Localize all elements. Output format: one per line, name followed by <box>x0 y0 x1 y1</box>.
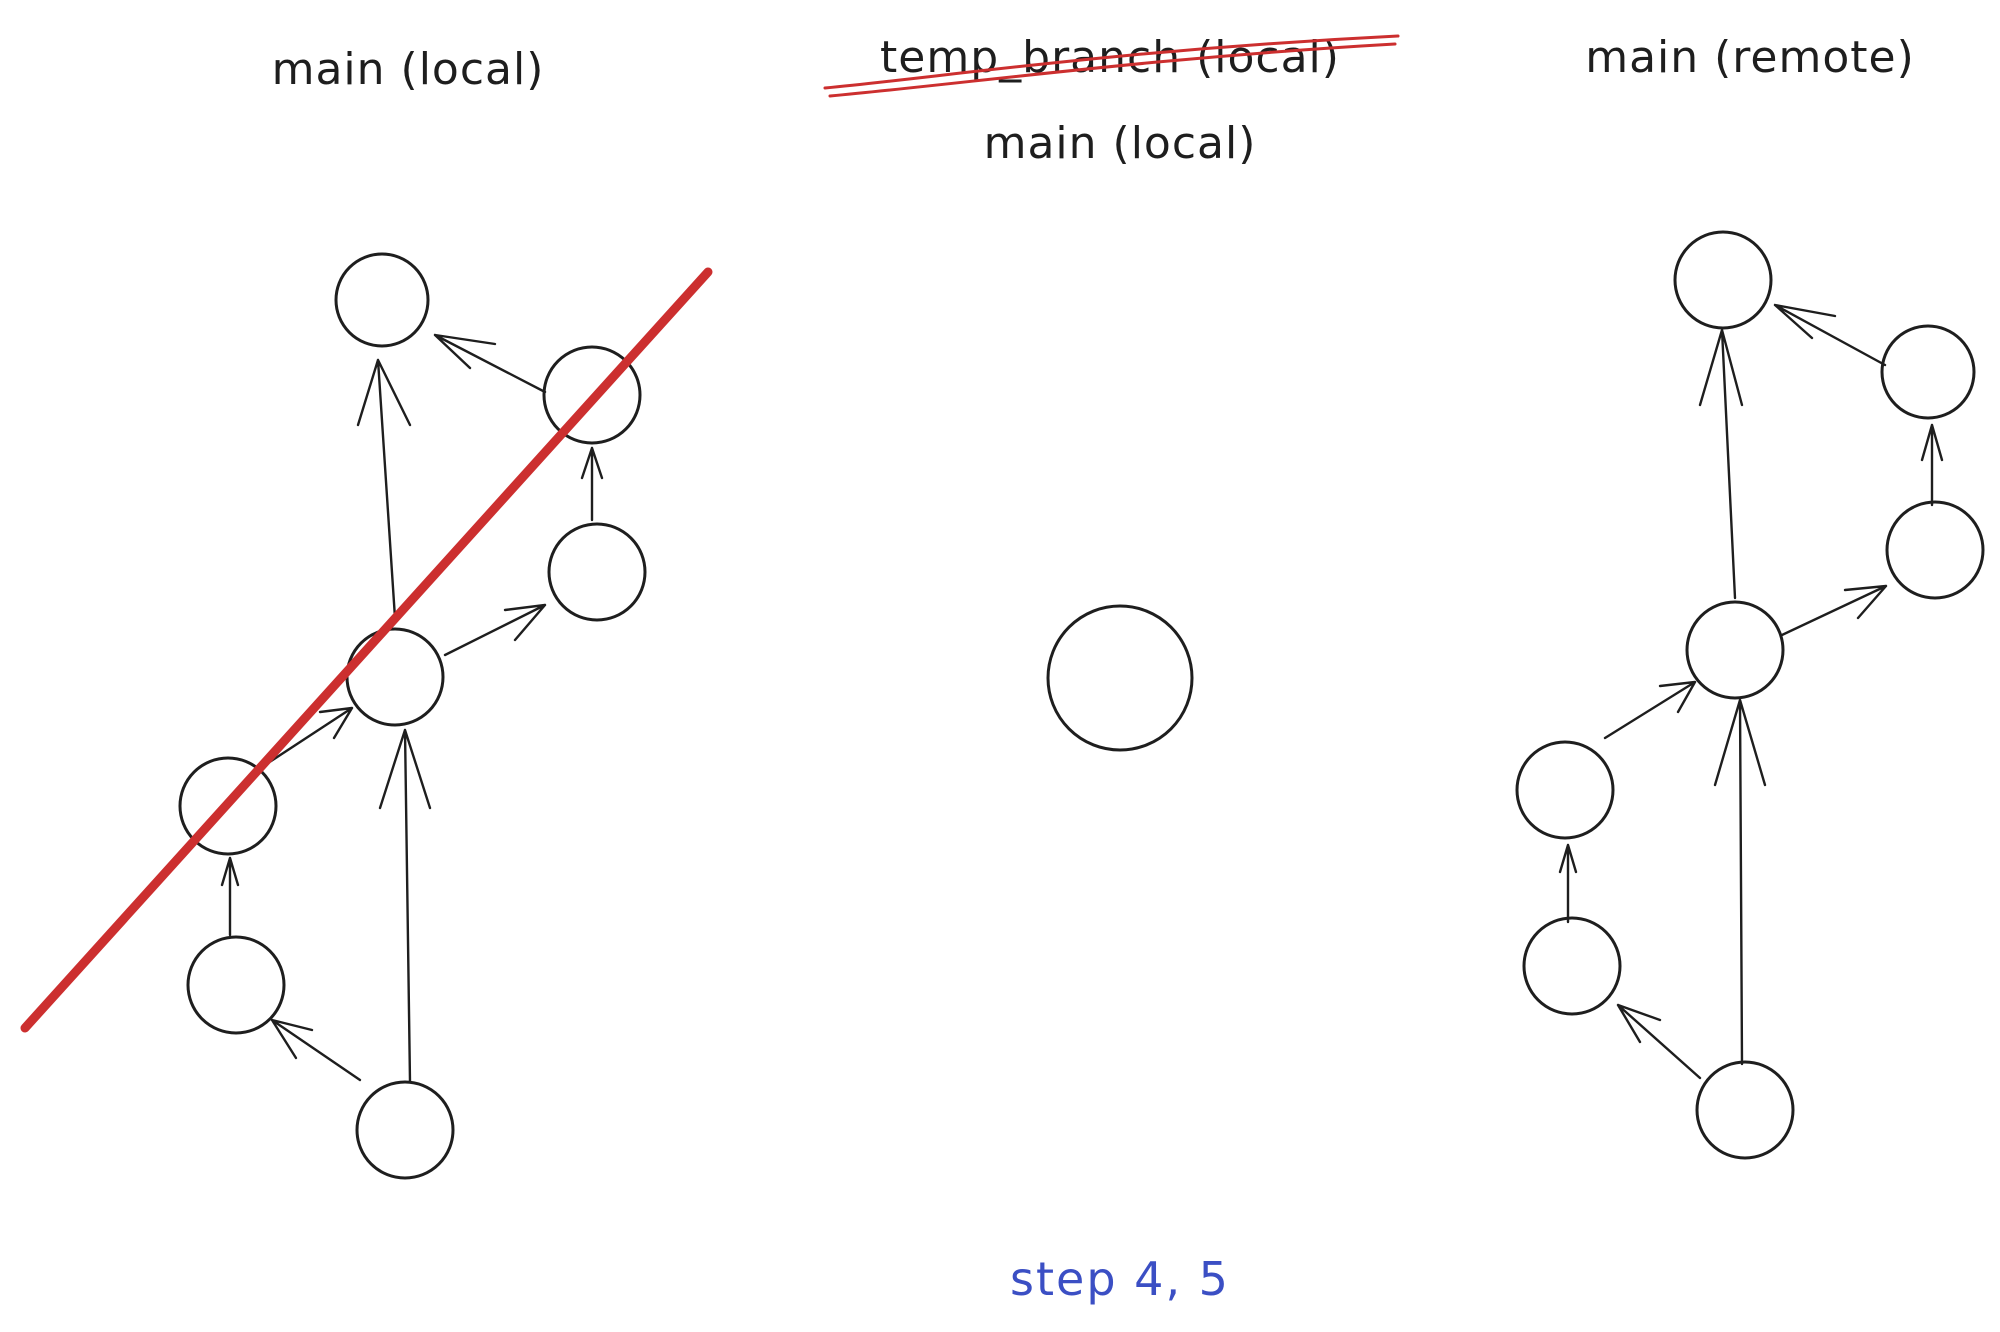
commit-node-green <box>542 345 642 445</box>
right-edges <box>1558 303 1944 1080</box>
edge-arrow <box>1780 584 1888 637</box>
left-title: main (local) <box>272 44 545 95</box>
edge-arrow <box>263 706 354 767</box>
edge-arrow <box>1713 698 1767 1066</box>
right-nodes <box>1515 230 1985 1160</box>
commit-node-blue <box>186 935 286 1035</box>
commit-node-gray <box>1673 230 1773 330</box>
cross-out-line <box>20 267 713 1033</box>
edge-arrow <box>378 728 432 1084</box>
commit-node-gray <box>1685 600 1785 700</box>
edge-arrow <box>580 446 604 522</box>
strike-through-mark <box>823 34 1400 98</box>
edge-arrow <box>1603 680 1697 740</box>
commit-node-gray <box>345 627 445 727</box>
left-nodes <box>178 252 647 1180</box>
edge-arrow <box>443 603 547 657</box>
edge-arrow <box>1773 303 1887 367</box>
left-edges <box>220 333 604 1084</box>
commit-node-blue <box>1515 740 1615 840</box>
edge-arrow <box>1616 1003 1702 1080</box>
commit-node-green <box>1885 500 1985 600</box>
edge-arrow <box>433 333 547 394</box>
edge-arrow <box>356 358 412 620</box>
edge-arrow <box>1920 423 1944 507</box>
commit-node-red <box>1046 604 1194 752</box>
commit-node-gray <box>1695 1060 1795 1160</box>
commit-node-blue <box>1522 916 1622 1016</box>
commit-node-gray <box>355 1080 455 1180</box>
step-caption: step 4, 5 <box>1010 1252 1230 1306</box>
commit-node-blue <box>178 756 278 856</box>
commit-node-gray <box>334 252 430 348</box>
edge-arrow <box>1558 843 1578 924</box>
commit-node-green <box>1880 324 1976 420</box>
right-title: main (remote) <box>1585 32 1915 83</box>
middle-title: main (local) <box>984 118 1257 169</box>
edge-arrow <box>270 1018 362 1082</box>
commit-node-green <box>547 522 647 622</box>
edge-arrow <box>1698 328 1744 600</box>
edge-arrow <box>220 856 240 937</box>
